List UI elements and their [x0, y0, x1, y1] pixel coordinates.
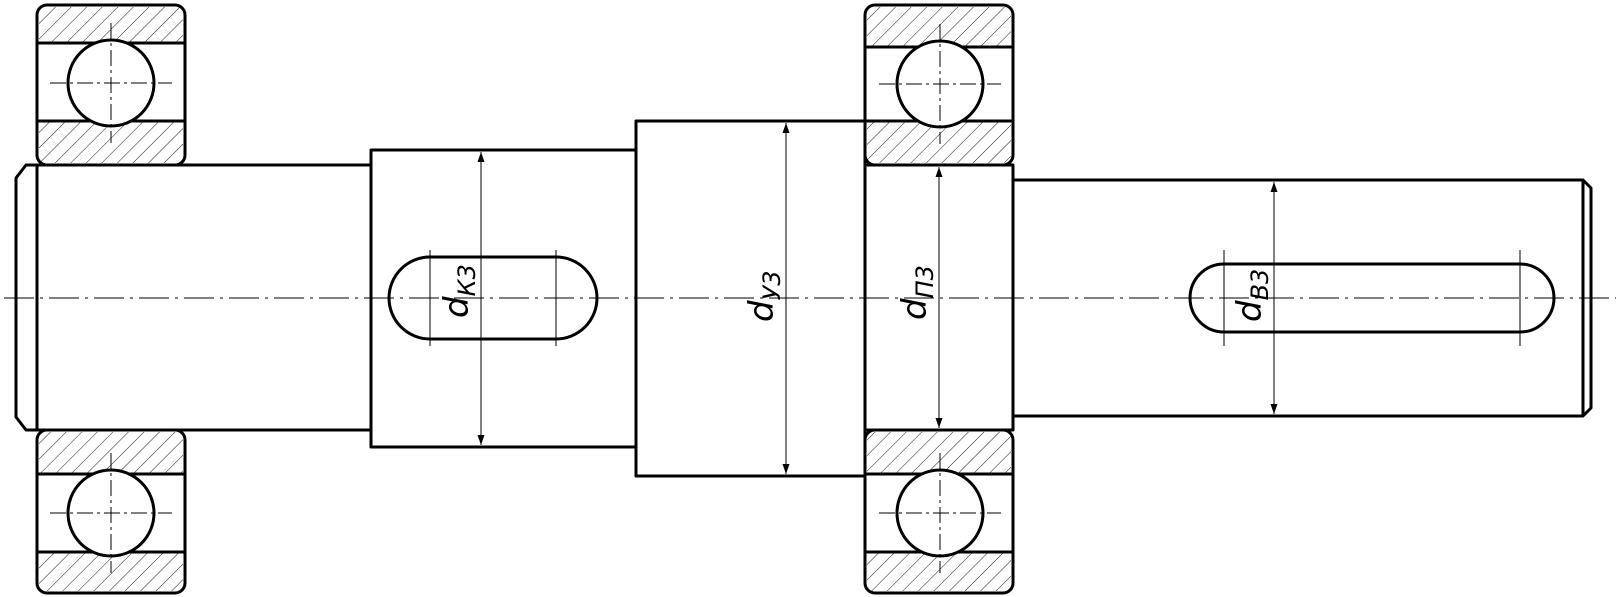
bearing-outline	[35, 428, 187, 595]
inner-ring-hatch	[867, 432, 1011, 474]
output-end	[1013, 178, 1593, 418]
keyway-right	[1188, 250, 1556, 346]
outer-ring-hatch	[867, 552, 1011, 591]
bearing-outline	[863, 428, 1015, 595]
shaft	[14, 119, 1593, 478]
dimension-label-dk: dК3	[437, 264, 481, 318]
left-bearing	[35, 3, 187, 595]
keyway-left	[387, 250, 599, 346]
bearing-outline	[863, 3, 1015, 167]
right-bearing-top	[863, 3, 1015, 167]
shaft-left-end	[14, 163, 37, 432]
dimension-label-dv: dВ3	[1230, 269, 1274, 322]
bearing-outline	[35, 3, 187, 167]
dimension-label-du: dУ3	[742, 271, 786, 323]
right-bearing	[863, 3, 1015, 595]
left-bearing-top	[35, 3, 187, 167]
right-bearing-bottom	[863, 428, 1015, 595]
left-bearing-bottom	[35, 428, 187, 595]
dimension-label-dp: dП3	[895, 265, 939, 320]
